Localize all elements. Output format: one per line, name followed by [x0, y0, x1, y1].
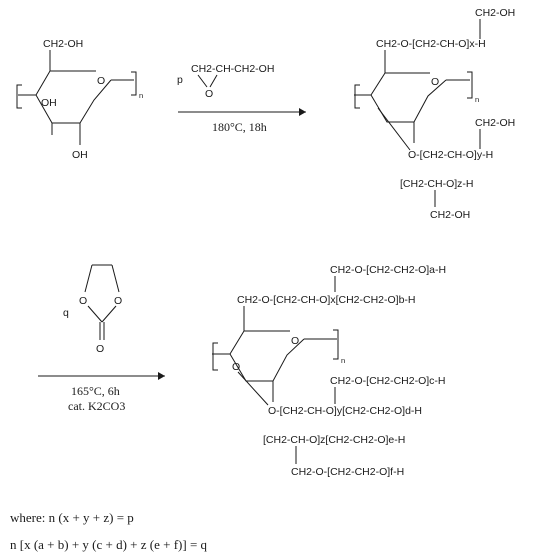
p1-ring-o: O: [431, 76, 439, 88]
p2-chain-a: CH2-O-[CH2-CH2-O]a-H: [330, 264, 446, 276]
start-subscript-n: n: [139, 91, 143, 100]
p2-chain-f: CH2-O-[CH2-CH2-O]f-H: [291, 466, 404, 478]
arrow1-conditions: 180°C, 18h: [212, 120, 267, 134]
reagent-glycidol: p CH2-CH-CH2-OH O: [177, 63, 274, 100]
p1-subscript-n: n: [475, 95, 479, 104]
start-ch2oh-label: CH2-OH: [43, 38, 83, 50]
reagent2-ring-o-left: O: [79, 295, 87, 307]
p2-chain-z-e: [CH2-CH-O]z[CH2-CH2-O]e-H: [263, 434, 405, 446]
p2-chain-c: CH2-O-[CH2-CH2-O]c-H: [330, 375, 446, 387]
p1-chain-mid: O-[CH2-CH-O]y-H: [408, 149, 493, 161]
reagent-ethylene-carbonate: q O O O: [63, 264, 122, 355]
equation-line-1: where: n (x + y + z) = p: [10, 510, 134, 525]
reaction-arrow-2: 165°C, 6h cat. K2CO3: [38, 372, 165, 413]
p1-bottom-pendant: CH2-OH: [430, 209, 470, 221]
reagent2-coefficient: q: [63, 307, 69, 319]
product-2: CH2-O-[CH2-CH2-O]a-H CH2-O-[CH2-CH-O]x[C…: [212, 264, 446, 478]
p1-chain-top: CH2-O-[CH2-CH-O]x-H: [376, 38, 486, 50]
reagent1-coefficient: p: [177, 74, 183, 86]
p2-ring-o: O: [291, 335, 299, 347]
equation-line-2: n [x (a + b) + y (c + d) + z (e + f)] = …: [10, 537, 208, 552]
reagent2-ring-o-right: O: [114, 295, 122, 307]
reagent1-formula: CH2-CH-CH2-OH: [191, 63, 274, 75]
start-ring-o: O: [97, 75, 105, 87]
reagent1-epoxide-o: O: [205, 88, 213, 100]
p2-chain-x-b: CH2-O-[CH2-CH-O]x[CH2-CH2-O]b-H: [237, 294, 416, 306]
product-1: CH2-OH CH2-O-[CH2-CH-O]x-H O n CH2-OH O-…: [354, 7, 515, 221]
reagent2-carbonyl-o: O: [96, 343, 104, 355]
p2-subscript-n: n: [341, 356, 345, 365]
arrow2-conditions-line1: 165°C, 6h: [71, 384, 120, 398]
cellulose-start-unit: CH2-OH O OH OH n: [16, 38, 143, 161]
p2-ring-o-inner: O: [232, 361, 240, 373]
arrow2-conditions-line2: cat. K2CO3: [68, 399, 125, 413]
p1-top-pendant: CH2-OH: [475, 7, 515, 19]
p2-chain-y-d: O-[CH2-CH-O]y[CH2-CH2-O]d-H: [268, 405, 422, 417]
reaction-arrow-1: 180°C, 18h: [178, 108, 306, 134]
start-oh-left: OH: [41, 97, 57, 109]
p1-mid-pendant: CH2-OH: [475, 117, 515, 129]
start-oh-bottom: OH: [72, 149, 88, 161]
p1-chain-bottom: [CH2-CH-O]z-H: [400, 178, 474, 190]
